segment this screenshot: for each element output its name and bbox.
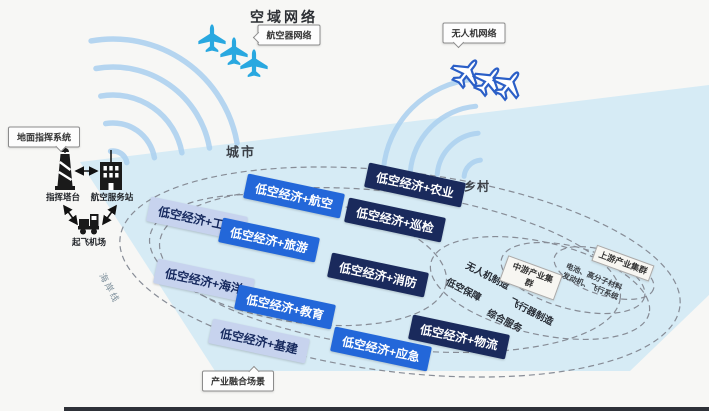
service-station-label: 航空服务站: [90, 192, 134, 202]
wifi-signal-mid-icon: [380, 76, 483, 179]
link-arrows: [63, 166, 117, 226]
aircraft-network-bubble: 航空器网络: [252, 24, 321, 46]
industry-fusion-label: 产业融合场景: [210, 376, 266, 387]
service-station-icon: [100, 150, 122, 190]
control-tower-label: 指挥塔台: [45, 192, 81, 202]
village-label: 乡村: [463, 179, 491, 194]
drone-fleet-icon: [445, 50, 531, 106]
control-tower-icon: [55, 146, 75, 190]
ground-command-label: 地面指挥系统: [16, 132, 72, 143]
bottom-bar: [64, 407, 709, 411]
city-label: 城市: [225, 144, 257, 160]
takeoff-airfield-label: 起飞机场: [71, 237, 107, 247]
aircraft-network-label: 航空器网络: [266, 30, 312, 41]
airspace-network-title: 空域网络: [250, 9, 318, 25]
industry-fusion-bubble: 产业融合场景: [201, 365, 275, 392]
takeoff-vehicle-icon: [78, 214, 99, 235]
wifi-signal-left-icon: [88, 36, 240, 166]
ground-command-bubble: 地面指挥系统: [7, 126, 81, 153]
drone-network-bubble: 无人机网络: [442, 22, 506, 49]
drone-network-label: 无人机网络: [451, 28, 497, 39]
